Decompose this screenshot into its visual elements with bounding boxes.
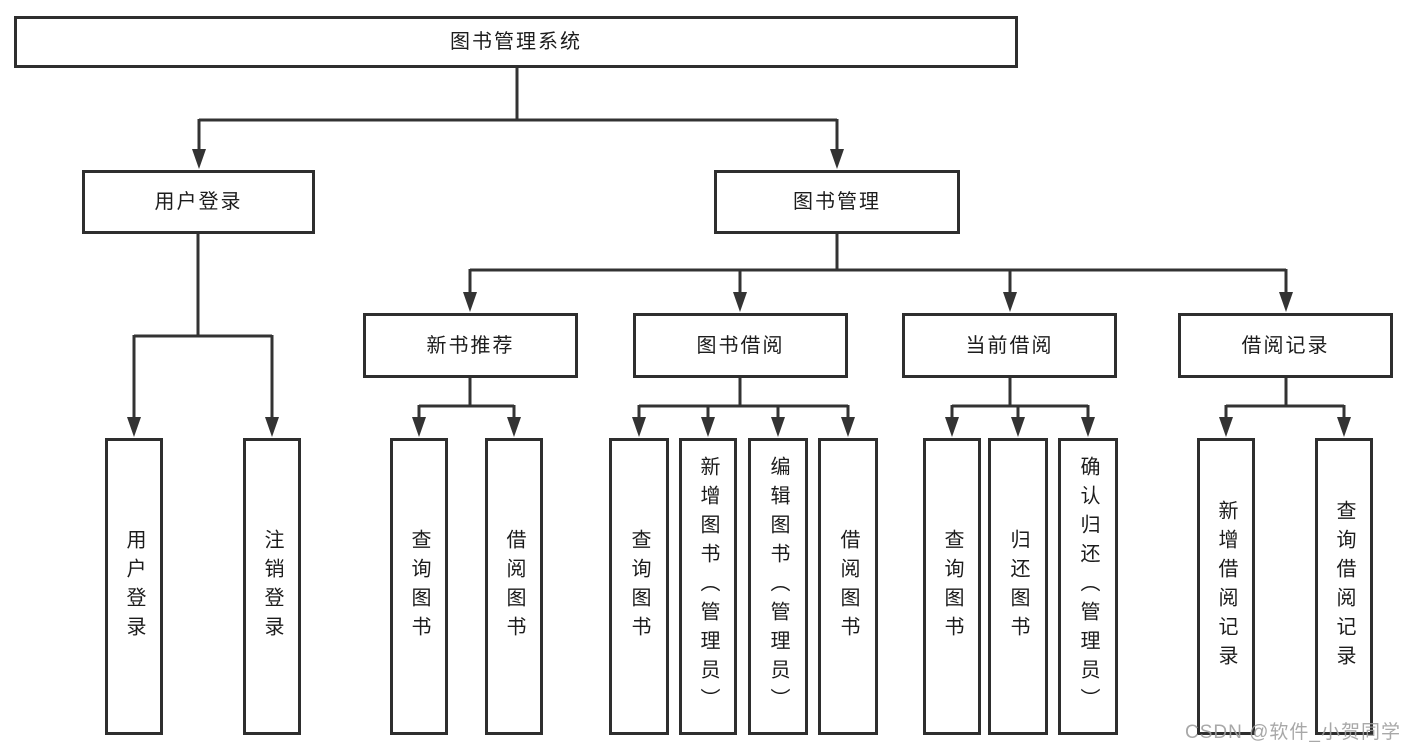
node-book-borrow: 图书借阅 [633,313,848,378]
leaf-query-books-recommend-label: 查询图书 [408,528,430,645]
node-root-label: 图书管理系统 [450,31,582,53]
leaf-confirm-return-admin-label: 确认归还（管理员） [1077,456,1099,717]
csdn-watermark: CSDN @软件_小贺同学 [1185,722,1401,743]
leaf-add-books-admin-label: 新增图书（管理员） [697,456,719,717]
leaf-confirm-return-admin: 确认归还（管理员） [1058,438,1118,735]
leaf-add-borrow-record-label: 新增借阅记录 [1215,499,1237,674]
leaf-user-login: 用户登录 [105,438,163,735]
leaf-user-login-label: 用户登录 [123,528,145,645]
leaf-logout-label: 注销登录 [261,528,283,645]
leaf-borrow-books-label: 借阅图书 [837,528,859,645]
arrowheads [127,149,1351,437]
leaf-query-books-current: 查询图书 [923,438,981,735]
leaf-borrow-books-recommend-label: 借阅图书 [503,528,525,645]
node-borrow-records-label: 借阅记录 [1241,334,1330,357]
leaf-query-books-recommend: 查询图书 [390,438,448,735]
leaf-return-books-label: 归还图书 [1007,528,1029,645]
leaf-logout: 注销登录 [243,438,301,735]
leaf-query-borrow-record-label: 查询借阅记录 [1333,499,1355,674]
node-root-library-system: 图书管理系统 [14,16,1018,68]
leaf-add-borrow-record: 新增借阅记录 [1197,438,1255,735]
leaf-return-books: 归还图书 [988,438,1048,735]
leaf-query-books-borrow: 查询图书 [609,438,669,735]
node-book-management: 图书管理 [714,170,960,234]
node-borrow-records: 借阅记录 [1178,313,1393,378]
leaf-edit-books-admin: 编辑图书（管理员） [748,438,808,735]
leaf-borrow-books: 借阅图书 [818,438,878,735]
node-user-login-label: 用户登录 [154,191,243,213]
leaf-edit-books-admin-label: 编辑图书（管理员） [767,456,789,717]
node-book-borrow-label: 图书借阅 [696,334,785,357]
leaf-add-books-admin: 新增图书（管理员） [679,438,737,735]
node-current-borrow-label: 当前借阅 [965,334,1054,357]
node-current-borrow: 当前借阅 [902,313,1117,378]
node-book-management-label: 图书管理 [793,191,881,213]
node-new-book-recommend-label: 新书推荐 [426,334,515,357]
node-new-book-recommend: 新书推荐 [363,313,578,378]
leaf-query-borrow-record: 查询借阅记录 [1315,438,1373,735]
node-user-login: 用户登录 [82,170,315,234]
leaf-query-books-current-label: 查询图书 [941,528,963,645]
leaf-query-books-borrow-label: 查询图书 [628,528,650,645]
leaf-borrow-books-recommend: 借阅图书 [485,438,543,735]
